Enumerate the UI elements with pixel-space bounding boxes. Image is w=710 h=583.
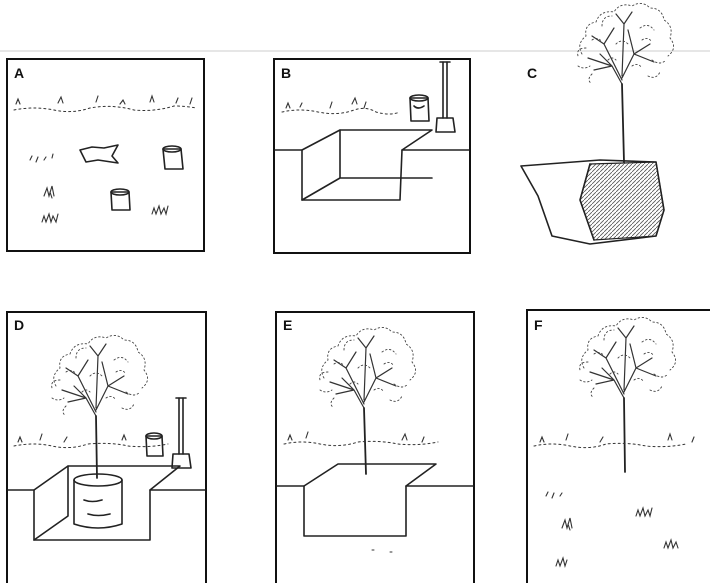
- tree-icon: [578, 3, 674, 84]
- panel-d: D: [7, 312, 206, 583]
- panel-b: B: [274, 59, 470, 253]
- panel-a-frame: [7, 59, 204, 251]
- panel-a: A: [7, 59, 204, 251]
- panel-f-frame: [527, 310, 710, 583]
- panel-e-label: E: [283, 317, 292, 333]
- tree-trunk: [624, 398, 625, 472]
- panel-c: C: [521, 3, 674, 244]
- tree-trunk: [622, 84, 624, 162]
- panel-a-label: A: [14, 65, 24, 81]
- panel-f: F: [527, 310, 710, 583]
- panel-c-label: C: [527, 65, 537, 81]
- tree-trunk: [96, 416, 97, 478]
- panel-e-frame: [276, 312, 474, 583]
- panel-f-label: F: [534, 317, 543, 333]
- panel-e: E: [276, 312, 474, 583]
- panel-b-label: B: [281, 65, 291, 81]
- panel-b-frame: [274, 59, 470, 253]
- panel-d-label: D: [14, 317, 24, 333]
- root-ball: [521, 160, 664, 244]
- panel-d-frame: [7, 312, 206, 583]
